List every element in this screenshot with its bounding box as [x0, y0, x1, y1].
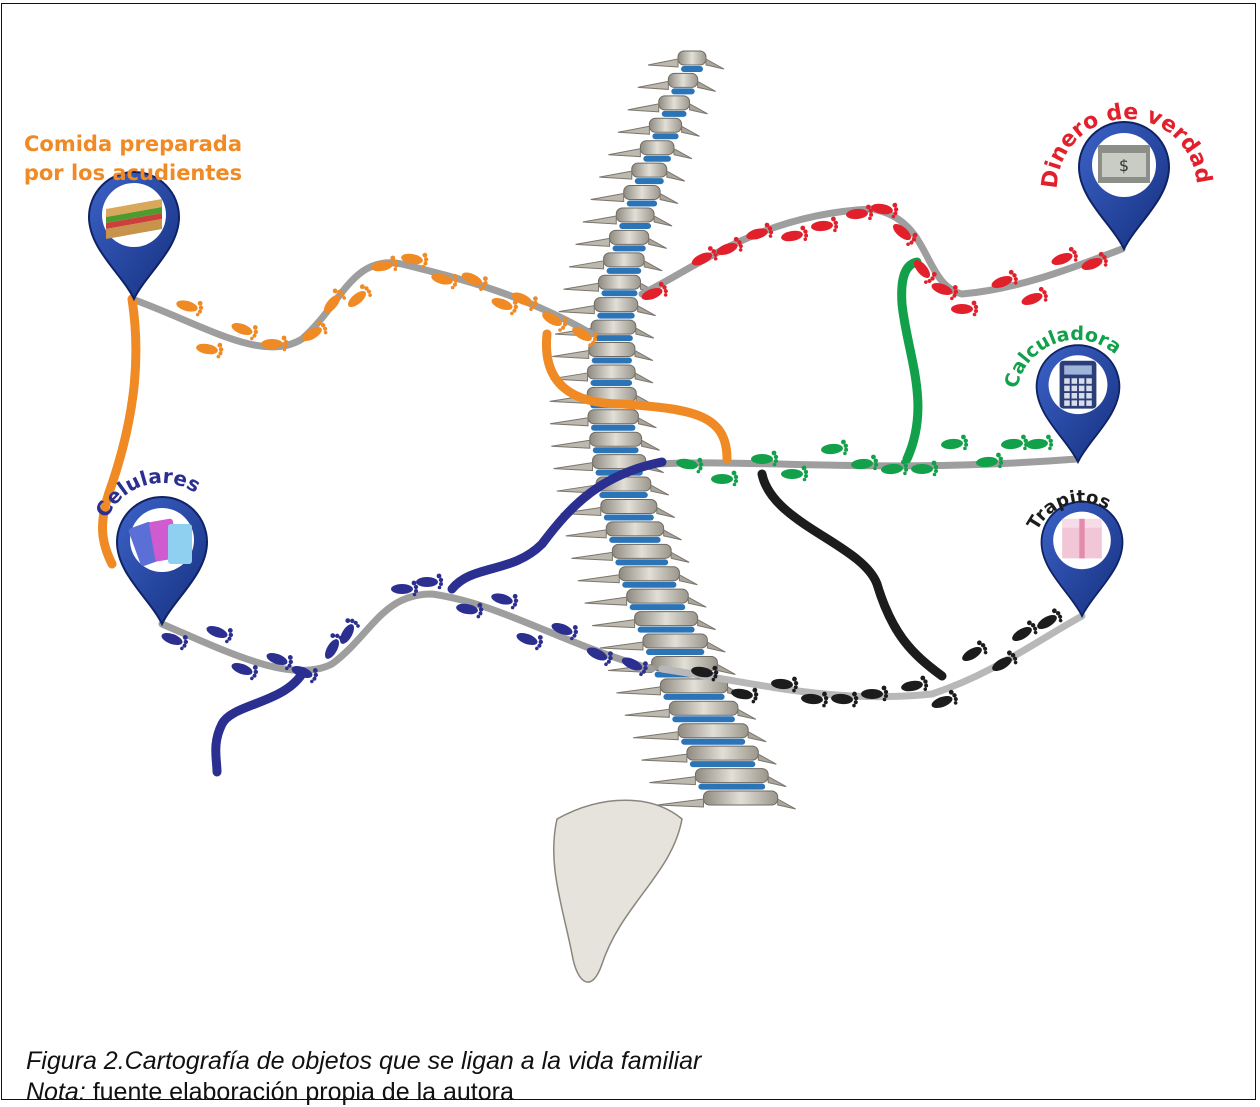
pin-calculadora	[1037, 345, 1120, 462]
figure-caption: Figura 2.Cartografía de objetos que se l…	[26, 1046, 701, 1076]
label-comida-line1: Comida preparada	[24, 132, 242, 156]
label-comida-line2: por los acudientes	[24, 161, 242, 185]
note-label: Nota:	[26, 1078, 86, 1106]
note-text: fuente elaboración propia de la autora	[86, 1078, 514, 1106]
dollar-sign: $	[1119, 156, 1129, 175]
pin-dinero: $	[1079, 122, 1169, 249]
calculator-icon	[1060, 361, 1097, 409]
ribbon-green	[902, 262, 918, 459]
pin-comida	[89, 172, 179, 299]
money-icon: $	[1098, 145, 1150, 183]
spine-icon	[550, 51, 796, 982]
gift-box-icon	[1062, 519, 1102, 559]
pin-trapitos	[1042, 502, 1123, 616]
ribbon-black	[762, 474, 942, 676]
cartography-diagram: $ Comida preparada por los acudientes Di…	[2, 4, 1255, 1039]
ribbon-blue-lower	[216, 674, 302, 772]
path-celulares	[162, 594, 652, 670]
figure-frame: $ Comida preparada por los acudientes Di…	[1, 3, 1256, 1100]
pin-celulares	[117, 497, 207, 624]
